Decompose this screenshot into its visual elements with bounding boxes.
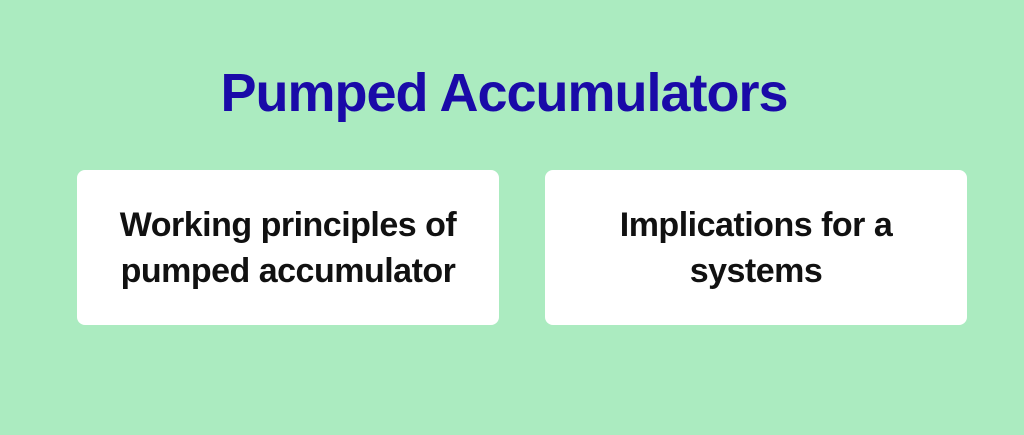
card-label: Working principles of pumped accumulator (119, 205, 457, 290)
card-label: Implications for a systems (619, 205, 893, 290)
card-implications: Implications for a systems (545, 170, 967, 325)
page-title: Pumped Accumulators (220, 63, 788, 123)
card-working-principles: Working principles of pumped accumulator (77, 170, 499, 325)
